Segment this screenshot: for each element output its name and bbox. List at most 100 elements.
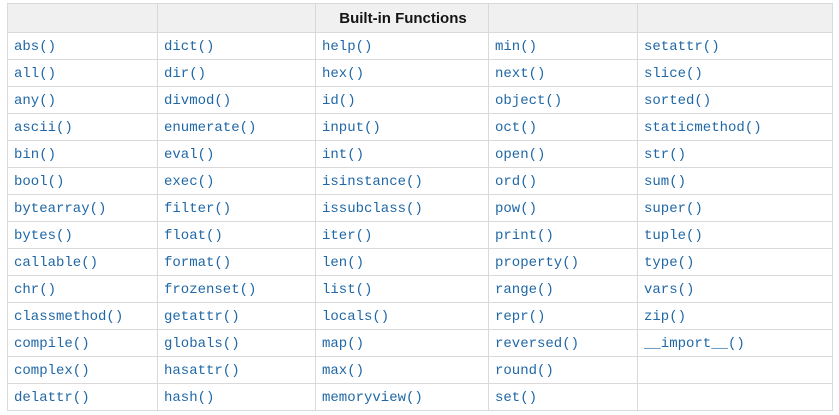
function-link[interactable]: map(): [322, 336, 365, 352]
function-link[interactable]: any(): [14, 93, 57, 109]
function-link[interactable]: iter(): [322, 228, 373, 244]
function-link[interactable]: property(): [495, 255, 580, 271]
table-row: bytearray() filter() issubclass() pow() supe…: [7, 194, 833, 222]
function-link[interactable]: oct(): [495, 120, 538, 136]
table-row: classmethod() getattr() locals() repr() zip(…: [7, 302, 833, 330]
function-link[interactable]: hex(): [322, 66, 365, 82]
header-cell-empty-5: [637, 3, 833, 33]
function-link[interactable]: range(): [495, 282, 554, 298]
function-link[interactable]: list(): [322, 282, 373, 298]
table-cell: format(): [157, 248, 316, 276]
function-link[interactable]: compile(): [14, 336, 90, 352]
function-link[interactable]: classmethod(): [14, 309, 124, 325]
function-link[interactable]: delattr(): [14, 390, 90, 406]
table-row: abs() dict() help() min() setattr(): [7, 32, 833, 60]
function-link[interactable]: divmod(): [164, 93, 232, 109]
function-link[interactable]: len(): [322, 255, 365, 271]
table-cell: open(): [488, 140, 638, 168]
table-row: ascii() enumerate() input() oct() staticmeth…: [7, 113, 833, 141]
function-link[interactable]: sum(): [644, 174, 687, 190]
function-link[interactable]: int(): [322, 147, 365, 163]
function-link[interactable]: isinstance(): [322, 174, 423, 190]
table-cell: issubclass(): [315, 194, 489, 222]
function-link[interactable]: staticmethod(): [644, 120, 762, 136]
function-link[interactable]: complex(): [14, 363, 90, 379]
function-link[interactable]: locals(): [322, 309, 390, 325]
function-link[interactable]: chr(): [14, 282, 57, 298]
table-cell: __import__(): [637, 329, 833, 357]
function-link[interactable]: object(): [495, 93, 563, 109]
function-link[interactable]: set(): [495, 390, 538, 406]
function-link[interactable]: exec(): [164, 174, 215, 190]
table-cell: print(): [488, 221, 638, 249]
table-cell: id(): [315, 86, 489, 114]
function-link[interactable]: memoryview(): [322, 390, 423, 406]
table-cell: hasattr(): [157, 356, 316, 384]
table-cell: len(): [315, 248, 489, 276]
function-link[interactable]: vars(): [644, 282, 695, 298]
table-cell: zip(): [637, 302, 833, 330]
function-link[interactable]: dir(): [164, 66, 207, 82]
function-link[interactable]: slice(): [644, 66, 703, 82]
header-row: Built-in Functions: [7, 3, 833, 33]
table-cell: type(): [637, 248, 833, 276]
function-link[interactable]: float(): [164, 228, 223, 244]
function-link[interactable]: repr(): [495, 309, 546, 325]
function-link[interactable]: next(): [495, 66, 546, 82]
function-link[interactable]: bytes(): [14, 228, 73, 244]
header-cell-empty-4: [488, 3, 638, 33]
table-cell: bytes(): [7, 221, 158, 249]
function-link[interactable]: sorted(): [644, 93, 712, 109]
function-link[interactable]: min(): [495, 39, 538, 55]
function-link[interactable]: reversed(): [495, 336, 580, 352]
function-link[interactable]: filter(): [164, 201, 232, 217]
function-link[interactable]: eval(): [164, 147, 215, 163]
function-link[interactable]: super(): [644, 201, 703, 217]
function-link[interactable]: tuple(): [644, 228, 703, 244]
table-cell-empty: [637, 356, 833, 384]
table-cell: object(): [488, 86, 638, 114]
function-link[interactable]: ord(): [495, 174, 538, 190]
function-link[interactable]: issubclass(): [322, 201, 423, 217]
table-row: chr() frozenset() list() range() vars(): [7, 275, 833, 303]
function-link[interactable]: bytearray(): [14, 201, 107, 217]
table-row: bin() eval() int() open() str(): [7, 140, 833, 168]
function-link[interactable]: globals(): [164, 336, 240, 352]
function-link[interactable]: all(): [14, 66, 57, 82]
function-link[interactable]: max(): [322, 363, 365, 379]
function-link[interactable]: frozenset(): [164, 282, 257, 298]
function-link[interactable]: round(): [495, 363, 554, 379]
function-link[interactable]: help(): [322, 39, 373, 55]
function-link[interactable]: enumerate(): [164, 120, 257, 136]
function-link[interactable]: setattr(): [644, 39, 720, 55]
table-cell: input(): [315, 113, 489, 141]
function-link[interactable]: pow(): [495, 201, 538, 217]
function-link[interactable]: print(): [495, 228, 554, 244]
function-link[interactable]: __import__(): [644, 336, 745, 352]
function-link[interactable]: abs(): [14, 39, 57, 55]
table-cell: enumerate(): [157, 113, 316, 141]
function-link[interactable]: dict(): [164, 39, 215, 55]
function-link[interactable]: zip(): [644, 309, 687, 325]
function-link[interactable]: callable(): [14, 255, 99, 271]
table-cell: slice(): [637, 59, 833, 87]
table-cell: classmethod(): [7, 302, 158, 330]
table-cell: frozenset(): [157, 275, 316, 303]
function-link[interactable]: type(): [644, 255, 695, 271]
table-row: compile() globals() map() reversed() __impor…: [7, 329, 833, 357]
table-cell: bool(): [7, 167, 158, 195]
function-link[interactable]: id(): [322, 93, 356, 109]
function-link[interactable]: ascii(): [14, 120, 73, 136]
function-link[interactable]: open(): [495, 147, 546, 163]
function-link[interactable]: str(): [644, 147, 687, 163]
function-link[interactable]: input(): [322, 120, 381, 136]
table-cell: setattr(): [637, 32, 833, 60]
table-cell: staticmethod(): [637, 113, 833, 141]
function-link[interactable]: hasattr(): [164, 363, 240, 379]
function-link[interactable]: bin(): [14, 147, 57, 163]
function-link[interactable]: format(): [164, 255, 232, 271]
function-link[interactable]: hash(): [164, 390, 215, 406]
table-cell: reversed(): [488, 329, 638, 357]
function-link[interactable]: bool(): [14, 174, 65, 190]
function-link[interactable]: getattr(): [164, 309, 240, 325]
